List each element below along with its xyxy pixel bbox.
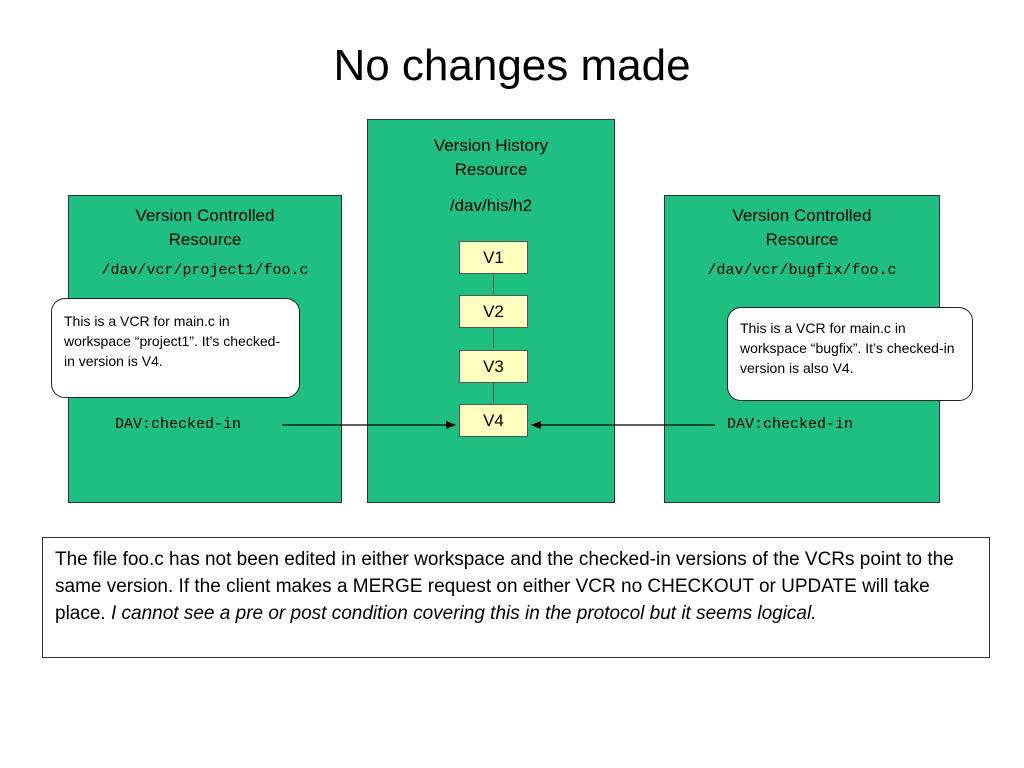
vcr-right-path: /dav/vcr/bugfix/foo.c [707,262,897,279]
vhr-path: /dav/his/h2 [449,196,533,215]
vhr-label-line2: Resource [454,160,528,179]
callout-project1: This is a VCR for main.c in workspace “p… [51,298,300,398]
version-v2: V2 [459,295,528,328]
version-connector [493,327,494,348]
version-connector [493,382,494,403]
vcr-right-label-line2: Resource [765,230,839,249]
version-connector [493,273,494,294]
checked-in-label-left: DAV:checked-in [115,416,242,433]
vcr-left-label-line2: Resource [168,230,242,249]
explanation-note: The file foo.c has not been edited in ei… [42,537,990,658]
note-normal-text: The file foo.c has not been edited in ei… [55,549,954,624]
slide-title: No changes made [333,41,691,90]
checked-in-label-right: DAV:checked-in [727,416,854,433]
version-v4: V4 [459,404,528,437]
note-italic-text: I cannot see a pre or post condition cov… [110,603,817,624]
vhr-label-line1: Version History [433,136,549,155]
version-v1: V1 [459,241,528,274]
vcr-left-label-line1: Version Controlled [135,206,275,225]
callout-bugfix: This is a VCR for main.c in workspace “b… [727,307,973,401]
version-v3: V3 [459,350,528,383]
vcr-right-label-line1: Version Controlled [732,206,872,225]
vcr-left-path: /dav/vcr/project1/foo.c [101,262,309,279]
